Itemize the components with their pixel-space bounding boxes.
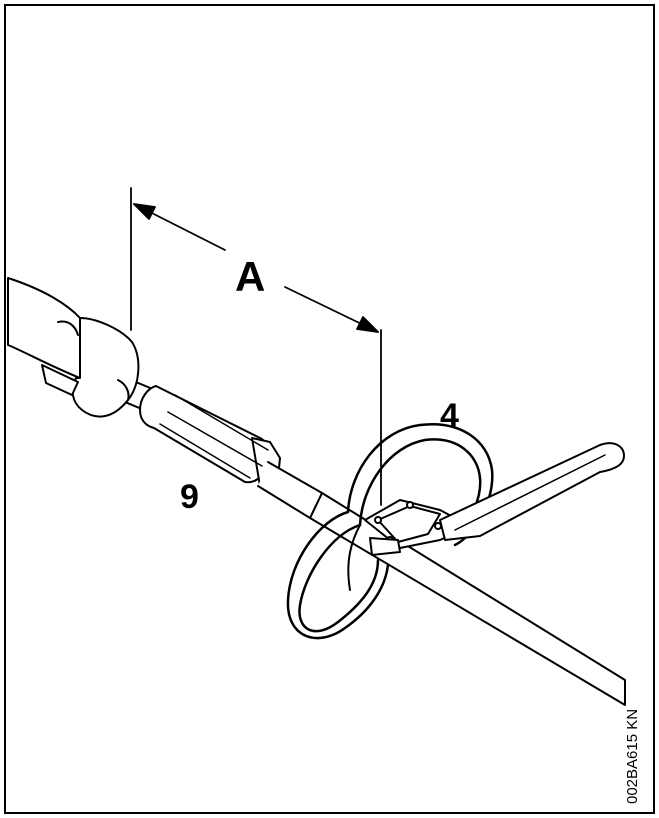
callout-4: 4 — [440, 397, 459, 435]
reference-code: 002BA615 KN — [624, 709, 641, 804]
dimension-label: A — [235, 253, 265, 300]
arrowhead-left — [133, 203, 156, 220]
diagram-frame: A 4 9 002BA615 KN — [4, 4, 655, 814]
arrowhead-right — [356, 316, 379, 333]
dimension-A — [130, 187, 382, 506]
engine-housing — [7, 277, 140, 418]
barrier-bar — [439, 442, 625, 541]
clamp-sleeve — [139, 385, 323, 519]
callout-9: 9 — [180, 478, 199, 516]
